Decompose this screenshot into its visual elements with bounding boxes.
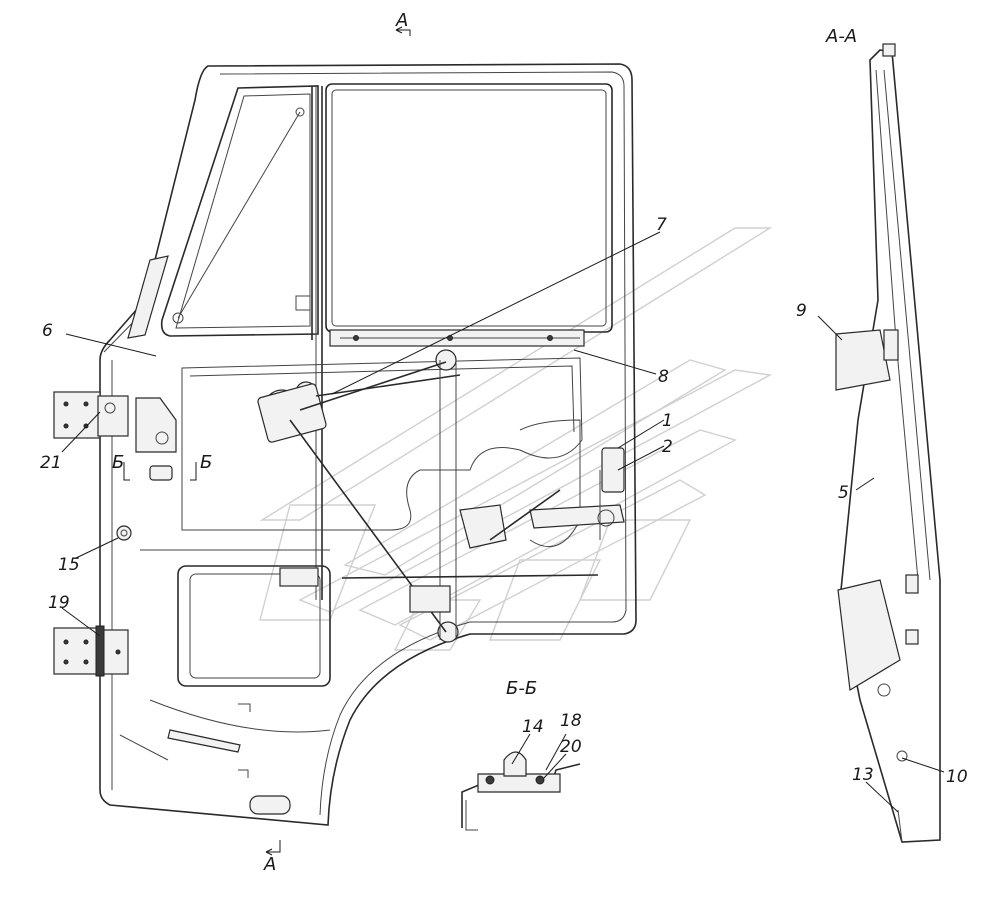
callout-5: 5: [838, 483, 849, 503]
callout-14: 14: [522, 717, 544, 737]
door-outer-contour: [99, 63, 637, 826]
callout-10: 10: [946, 767, 968, 787]
upper-hinge: [53, 391, 129, 439]
section-b-right-mark: Б: [200, 452, 212, 473]
callout-21: 21: [40, 453, 62, 473]
callout-9: 9: [796, 301, 807, 321]
drain-plug: [116, 525, 132, 541]
callout-2: 2: [662, 437, 673, 457]
callout-19: 19: [48, 593, 70, 613]
door-pocket: [177, 565, 331, 687]
section-markers: [123, 26, 411, 856]
main-window-glass: [325, 83, 613, 333]
callout-13: 13: [852, 765, 874, 785]
vent-window: [160, 85, 319, 337]
callout-20: 20: [560, 737, 582, 757]
section-bb-title: Б-Б: [506, 678, 537, 699]
door-main-view: [53, 63, 637, 826]
door-lock-mechanism: [459, 419, 625, 549]
callout-leaders: [61, 231, 945, 813]
callout-1: 1: [662, 411, 673, 431]
aa-door-profile: [839, 49, 941, 843]
section-a-bottom-label: А: [263, 854, 276, 875]
watermark: [259, 227, 773, 651]
section-aa-view: [835, 43, 941, 843]
callout-6: 6: [42, 321, 53, 341]
callout-18: 18: [560, 711, 582, 731]
section-bb-view: [461, 751, 581, 831]
section-aa-title: А-А: [825, 26, 857, 47]
section-b-left-mark: Б: [112, 452, 124, 473]
window-regulator: [257, 349, 599, 643]
callout-15: 15: [58, 555, 80, 575]
callout-8: 8: [658, 367, 669, 387]
section-a-top-label: А: [395, 10, 408, 31]
callout-7: 7: [656, 215, 667, 235]
lower-hinge: [53, 625, 129, 677]
